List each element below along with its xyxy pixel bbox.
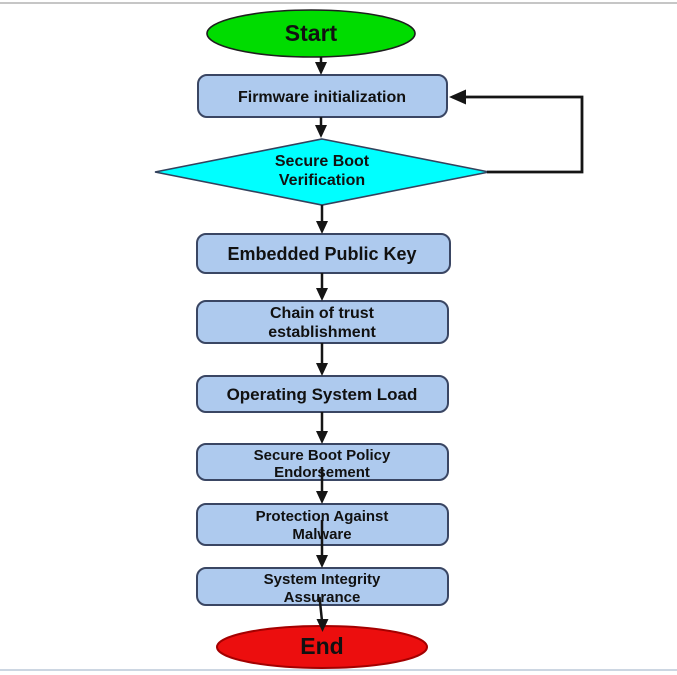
protection-against-malware-label-line2: Malware xyxy=(292,526,351,543)
arrow-integrity-to-end xyxy=(316,596,329,632)
arrow-embedded-key-to-chain xyxy=(316,273,328,301)
arrow-policy-to-protection xyxy=(316,467,328,504)
secure-boot-verification-label-line1: Secure Boot xyxy=(275,153,370,170)
arrow-start-to-firmware xyxy=(315,57,327,75)
secure-boot-verification-label-line2: Verification xyxy=(279,172,365,189)
secure-boot-policy-label-line1: Secure Boot Policy xyxy=(254,447,391,464)
arrow-protection-to-integrity xyxy=(316,520,328,568)
arrow-firmware-to-verification xyxy=(315,117,327,138)
top-divider xyxy=(0,2,677,4)
operating-system-load-label: Operating System Load xyxy=(227,385,418,404)
embedded-public-key-label: Embedded Public Key xyxy=(227,244,416,264)
start-label: Start xyxy=(285,20,338,46)
firmware-initialization-node xyxy=(197,74,448,118)
arrow-chain-to-os-load xyxy=(316,343,328,376)
system-integrity-assurance-label-line2: Assurance xyxy=(284,589,361,606)
arrow-os-load-to-policy xyxy=(316,412,328,444)
chain-of-trust-label-line2: establishment xyxy=(268,324,376,341)
arrow-verification-to-embedded-key xyxy=(316,205,328,234)
end-label: End xyxy=(300,633,343,659)
chain-of-trust-label-line1: Chain of trust xyxy=(270,305,375,322)
secure-boot-policy-label-line2: Endorsement xyxy=(274,464,370,481)
system-integrity-assurance-label-line1: System Integrity xyxy=(264,571,381,588)
firmware-initialization-label: Firmware initialization xyxy=(238,89,406,106)
arrow-verification-loop-to-firmware xyxy=(449,89,584,174)
system-integrity-assurance-node xyxy=(196,567,449,606)
start-node xyxy=(206,9,416,58)
bottom-divider xyxy=(0,669,677,671)
protection-against-malware-label-line1: Protection Against xyxy=(256,508,389,525)
embedded-public-key-node xyxy=(196,233,451,274)
